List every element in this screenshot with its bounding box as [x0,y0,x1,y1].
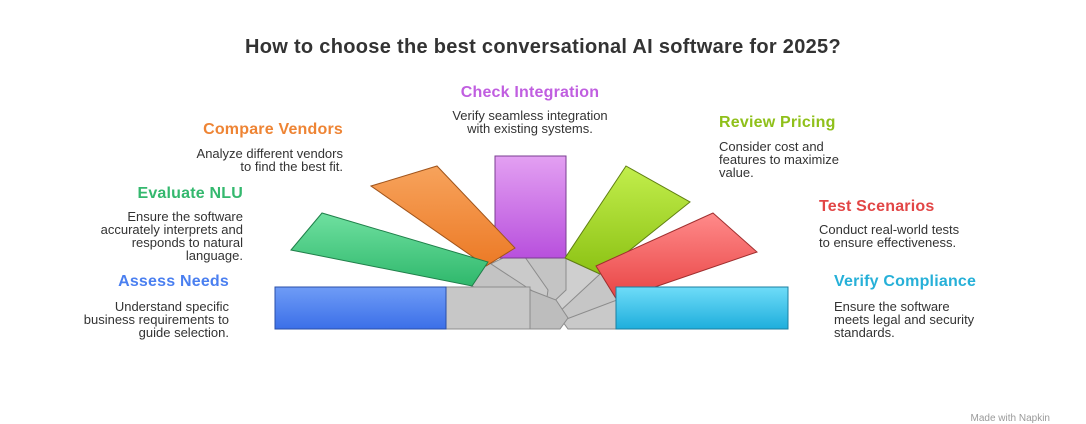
heading-assess-needs: Assess Needs [118,273,229,290]
blade-assess [274,286,447,330]
heading-evaluate-nlu: Evaluate NLU [137,185,243,202]
heading-test-scenarios: Test Scenarios [819,198,935,215]
blade-evaluate [290,212,489,287]
desc-evaluate-nlu: Ensure the software accurately interpret… [100,209,243,263]
heading-check-integration: Check Integration [460,84,600,101]
desc-review-pricing: Consider cost and features to maximize v… [719,139,839,180]
blade-review [564,165,691,275]
desc-test-scenarios: Conduct real-world tests to ensure effec… [819,222,960,250]
heading-review-pricing: Review Pricing [719,114,836,131]
desc-check-integration: Verify seamless integration with existin… [452,108,608,136]
desc-assess-needs: Understand specific business requirement… [83,299,229,340]
page-title: How to choose the best conversational AI… [245,36,841,58]
blade-compare [369,165,516,267]
hub-segment-assess [445,286,531,330]
heading-verify-compliance: Verify Compliance [834,273,977,290]
desc-verify-compliance: Ensure the software meets legal and secu… [834,299,975,340]
hub-center [529,289,569,330]
blade-verify [615,286,789,330]
desc-compare-vendors: Analyze different vendors to find the be… [196,146,343,174]
heading-compare-vendors: Compare Vendors [203,121,343,138]
